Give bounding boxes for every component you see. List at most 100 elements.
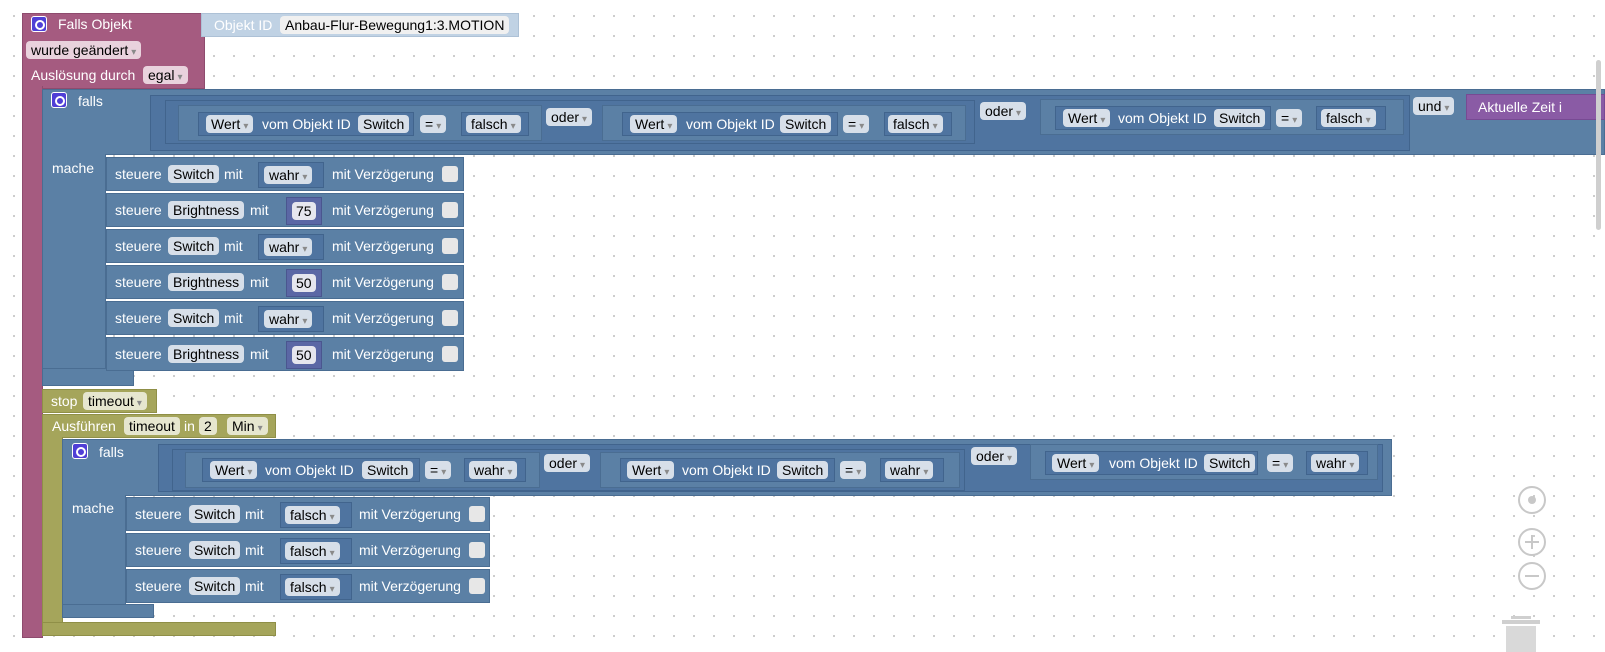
operator-dropdown[interactable]: =▾ [420, 115, 447, 133]
falls-label: falls [78, 93, 103, 109]
action-row[interactable] [106, 193, 464, 227]
object-label: vom Objekt ID [1118, 110, 1207, 126]
trigger-dropdown[interactable]: egal▾ [143, 66, 188, 84]
object-field[interactable]: Switch [358, 115, 410, 133]
operator-dropdown[interactable]: =▾ [840, 461, 867, 479]
timeout-amount-field[interactable]: 2 [199, 417, 217, 435]
timeout-unit-dropdown[interactable]: Min▾ [227, 417, 268, 435]
stop-timeout-dropdown[interactable]: timeout▾ [83, 392, 147, 410]
vertical-scrollbar[interactable] [1596, 60, 1601, 230]
object-field[interactable]: Switch [777, 461, 829, 479]
recenter-icon[interactable] [1518, 486, 1546, 514]
value-dropdown[interactable]: wahr▾ [264, 310, 313, 328]
operator-dropdown[interactable]: =▾ [425, 461, 452, 479]
target-field[interactable]: Brightness [168, 201, 245, 219]
object-field[interactable]: Switch [1204, 454, 1256, 472]
object-label: vom Objekt ID [265, 462, 354, 478]
target-field[interactable]: Switch [168, 237, 220, 255]
bool-dropdown[interactable]: falsch▾ [1321, 109, 1376, 127]
delay-checkbox[interactable] [469, 506, 485, 522]
mache-label: mache [52, 160, 95, 176]
target-field[interactable]: Switch [168, 309, 220, 327]
delay-checkbox[interactable] [469, 578, 485, 594]
timeout-label: Ausführen [52, 418, 116, 434]
action-row[interactable] [106, 337, 464, 371]
mit-label: mit [224, 310, 243, 326]
delay-label: mit Verzögerung [332, 346, 434, 362]
zoom-out-icon[interactable] [1518, 562, 1546, 590]
gear-icon[interactable] [31, 16, 47, 32]
timeout-block-foot [42, 622, 276, 636]
timeout-name-field[interactable]: timeout [124, 417, 180, 435]
number-block[interactable]: 50 [286, 269, 322, 297]
number-field[interactable]: 75 [292, 202, 316, 220]
steuere-label: steuere [115, 166, 162, 182]
delay-checkbox[interactable] [469, 542, 485, 558]
object-field[interactable]: Switch [362, 461, 414, 479]
current-time-label: Aktuelle Zeit i [1478, 99, 1563, 115]
changed-dropdown[interactable]: wurde geändert▾ [26, 41, 142, 59]
delay-checkbox[interactable] [442, 274, 458, 290]
bool-dropdown[interactable]: falsch▾ [888, 115, 943, 133]
operator-dropdown[interactable]: =▾ [1267, 454, 1294, 472]
delay-checkbox[interactable] [442, 202, 458, 218]
mit-label: mit [250, 202, 269, 218]
object-id-field[interactable]: Anbau-Flur-Bewegung1:3.MOTION [280, 16, 510, 34]
target-field[interactable]: Switch [168, 165, 220, 183]
or-dropdown[interactable]: oder▾ [980, 102, 1027, 120]
object-label: vom Objekt ID [1109, 455, 1198, 471]
bool-dropdown[interactable]: wahr▾ [469, 461, 518, 479]
delay-checkbox[interactable] [442, 166, 458, 182]
object-field[interactable]: Switch [780, 115, 832, 133]
wert-dropdown[interactable]: Wert▾ [630, 115, 678, 133]
gear-icon[interactable] [72, 443, 88, 459]
wert-dropdown[interactable]: Wert▾ [206, 115, 254, 133]
delay-checkbox[interactable] [442, 310, 458, 326]
bool-dropdown[interactable]: falsch▾ [466, 115, 521, 133]
action-row[interactable] [106, 265, 464, 299]
or-dropdown[interactable]: oder▾ [546, 108, 593, 126]
bool-dropdown[interactable]: wahr▾ [885, 461, 934, 479]
steuere-label: steuere [115, 346, 162, 362]
operator-dropdown[interactable]: =▾ [1276, 109, 1303, 127]
wert-dropdown[interactable]: Wert▾ [627, 461, 675, 479]
delay-checkbox[interactable] [442, 238, 458, 254]
value-dropdown[interactable]: falsch▾ [285, 506, 340, 524]
gear-icon[interactable] [51, 92, 67, 108]
operator-dropdown[interactable]: =▾ [843, 115, 870, 133]
delay-checkbox[interactable] [442, 346, 458, 362]
target-field[interactable]: Brightness [168, 273, 245, 291]
number-field[interactable]: 50 [292, 346, 316, 364]
object-label: vom Objekt ID [686, 116, 775, 132]
delay-label: mit Verzögerung [332, 274, 434, 290]
if-block-1-spine [42, 154, 106, 376]
and-dropdown[interactable]: und▾ [1413, 97, 1455, 115]
number-block[interactable]: 50 [286, 341, 322, 369]
wert-dropdown[interactable]: Wert▾ [210, 461, 258, 479]
or-dropdown[interactable]: oder▾ [971, 447, 1018, 465]
object-id-label: Objekt ID [214, 17, 273, 33]
target-field[interactable]: Switch [189, 577, 241, 595]
value-dropdown[interactable]: wahr▾ [264, 166, 313, 184]
bool-dropdown[interactable]: wahr▾ [1311, 454, 1360, 472]
value-dropdown[interactable]: falsch▾ [285, 578, 340, 596]
target-field[interactable]: Brightness [168, 345, 245, 363]
timeout-block-spine [42, 437, 63, 627]
wert-dropdown[interactable]: Wert▾ [1052, 454, 1100, 472]
trash-icon[interactable] [1500, 616, 1542, 652]
value-dropdown[interactable]: wahr▾ [264, 238, 313, 256]
steuere-label: steuere [115, 274, 162, 290]
number-block[interactable]: 75 [286, 197, 322, 225]
target-field[interactable]: Switch [189, 541, 241, 559]
delay-label: mit Verzögerung [332, 310, 434, 326]
steuere-label: steuere [115, 202, 162, 218]
target-field[interactable]: Switch [189, 505, 241, 523]
falls-label: falls [99, 444, 124, 460]
value-dropdown[interactable]: falsch▾ [285, 542, 340, 560]
object-field[interactable]: Switch [1214, 109, 1266, 127]
wert-dropdown[interactable]: Wert▾ [1063, 109, 1111, 127]
current-time-block[interactable] [1466, 94, 1605, 120]
number-field[interactable]: 50 [292, 274, 316, 292]
or-dropdown[interactable]: oder▾ [544, 454, 591, 472]
zoom-in-icon[interactable] [1518, 528, 1546, 556]
